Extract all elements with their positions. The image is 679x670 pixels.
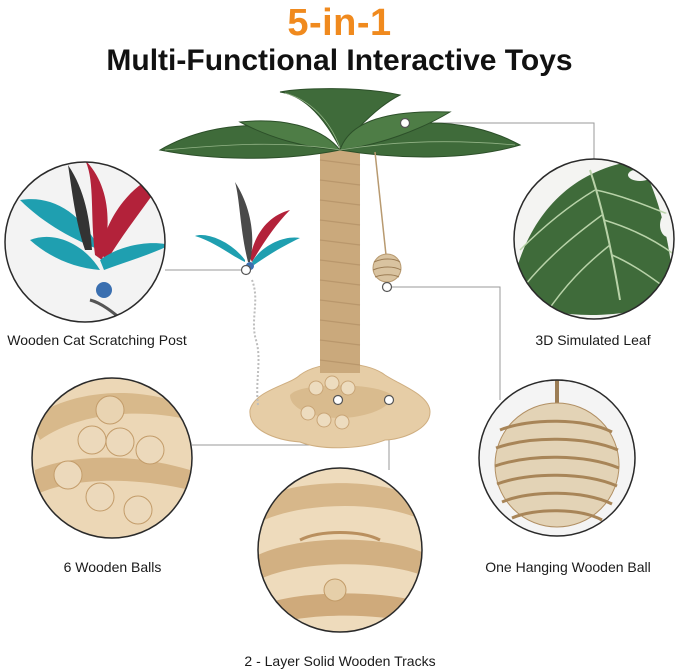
base-balls xyxy=(300,375,356,430)
sisal-ball-icon xyxy=(478,379,636,537)
feature-label-wooden-balls: 6 Wooden Balls xyxy=(63,559,162,575)
feather-teaser-icon xyxy=(4,161,166,323)
feature-label-leaf: 3D Simulated Leaf xyxy=(535,332,651,348)
headline-title: Multi-Functional Interactive Toys xyxy=(106,44,573,77)
feature-label-hanging-ball: One Hanging Wooden Ball xyxy=(485,559,651,575)
wooden-tracks-icon xyxy=(257,467,423,633)
feature-label-wooden-tracks: 2 - Layer Solid Wooden Tracks xyxy=(244,653,436,669)
headline-accent: 5-in-1 xyxy=(287,2,392,44)
headline: 5-in-1 Multi-Functional Interactive Toys xyxy=(0,0,679,78)
feature-label-scratching-post: Wooden Cat Scratching Post xyxy=(7,332,187,348)
callout-dots xyxy=(240,117,411,406)
wooden-balls-icon xyxy=(31,377,193,539)
canopy-leaves xyxy=(158,88,522,159)
cat-tree-product xyxy=(158,88,522,449)
leaf-icon xyxy=(513,158,675,320)
